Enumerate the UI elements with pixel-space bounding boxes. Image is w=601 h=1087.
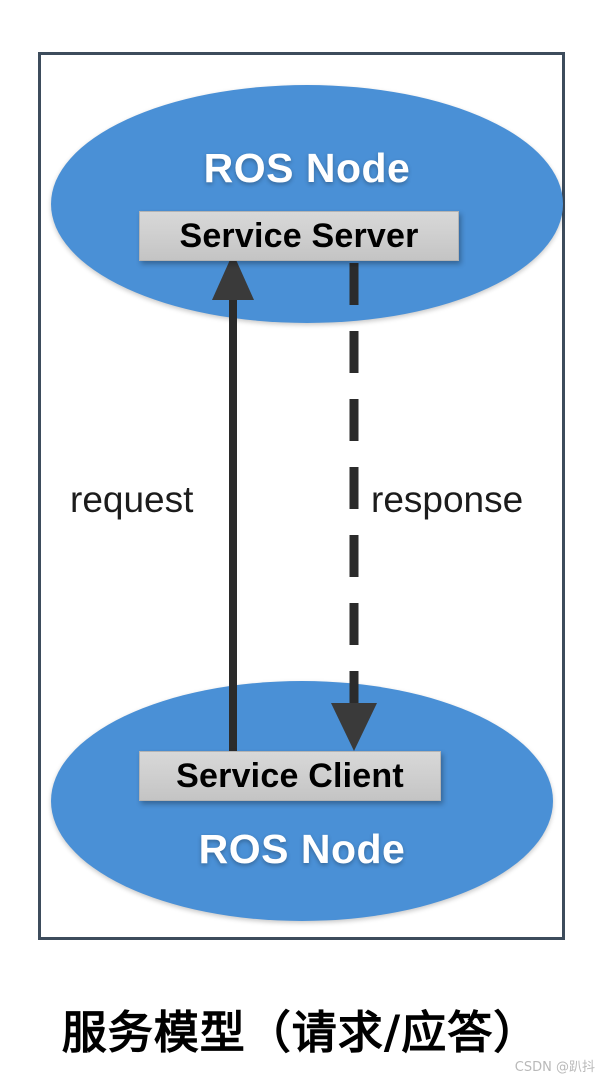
response-arrow — [331, 263, 377, 751]
response-label: response — [371, 479, 524, 520]
request-arrow-head-up — [212, 253, 254, 300]
service-server-box[interactable]: Service Server — [139, 211, 459, 261]
ros-node-server-label: ROS Node — [203, 145, 411, 191]
diagram-canvas: ROS Node ROS Node Service Server Service… — [41, 55, 563, 937]
request-arrow — [212, 253, 254, 755]
diagram-frame: ROS Node ROS Node Service Server Service… — [38, 52, 565, 940]
service-client-box[interactable]: Service Client — [139, 751, 441, 801]
csdn-watermark: CSDN @趴抖 — [514, 1060, 595, 1075]
connection-arrows — [212, 253, 377, 755]
ros-node-server-ellipse: ROS Node — [51, 85, 563, 323]
response-arrow-head-down — [331, 703, 377, 751]
diagram-caption: 服务模型（请求/应答） — [61, 1006, 540, 1059]
request-label: request — [70, 479, 194, 520]
ros-node-client-ellipse: ROS Node — [51, 681, 553, 921]
ros-node-client-label: ROS Node — [198, 826, 406, 872]
